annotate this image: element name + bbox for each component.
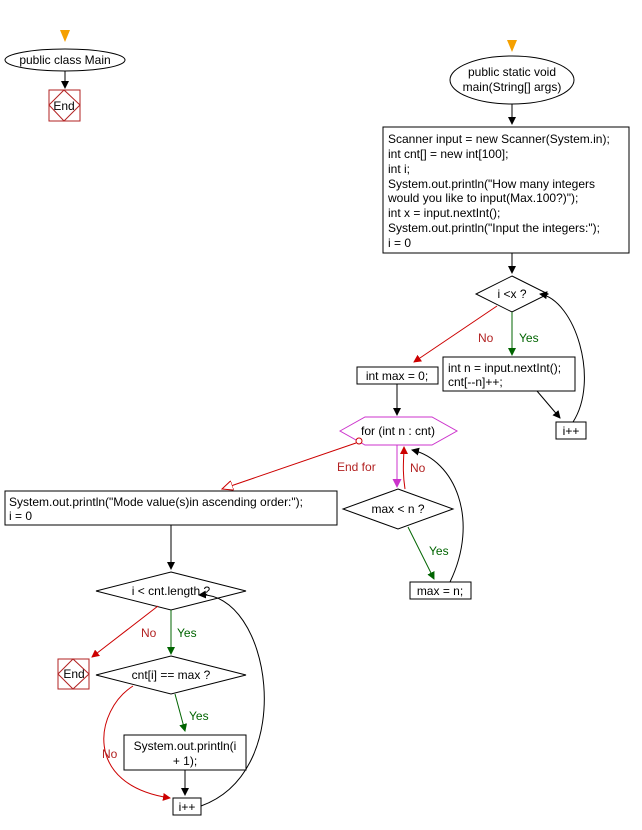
cond-len-no-label: No xyxy=(141,626,157,640)
print-i-block: System.out.println(i + 1); xyxy=(123,734,247,771)
init-line-2: int cnt[] = new int[100]; xyxy=(388,147,508,161)
cond-cnt-eq-max: cnt[i] == max ? xyxy=(95,655,247,695)
print-line-1: System.out.println("Mode value(s)in asce… xyxy=(9,495,303,509)
read-line-2: cnt[--n]++; xyxy=(448,375,503,389)
inc1-label: i++ xyxy=(563,424,580,438)
edge-cond-eq-no xyxy=(103,685,171,801)
max-init-node: int max = 0; xyxy=(356,366,439,385)
init-line-3: int i; xyxy=(388,162,410,176)
cond-eq-yes-label: Yes xyxy=(189,709,209,723)
edge-inc2-loop xyxy=(198,590,265,807)
edge-cond-ix-no xyxy=(413,305,498,363)
edge-cond-eq-yes xyxy=(174,693,188,732)
max-assign-node: max = n; xyxy=(409,581,472,600)
edge-end-for xyxy=(222,442,357,489)
cond-max-yes-label: Yes xyxy=(429,544,449,558)
main-start-node: public static void main(String[] args) xyxy=(449,55,575,105)
left-start-label: public class Main xyxy=(19,53,110,67)
cond-max-no-label: No xyxy=(410,461,426,475)
main-start-marker xyxy=(507,40,517,52)
max-assign-label: max = n; xyxy=(417,584,463,598)
left-start-marker xyxy=(60,30,70,42)
inc2-node: i++ xyxy=(172,797,202,816)
init-line-5: would you like to input(Max.100?)"); xyxy=(387,191,578,205)
left-end-node: End xyxy=(48,89,81,122)
read-block: int n = input.nextInt(); cnt[--n]++; xyxy=(442,356,576,392)
cond-len-yes-label: Yes xyxy=(177,626,197,640)
print-block: System.out.println("Mode value(s)in asce… xyxy=(4,490,338,526)
init-line-1: Scanner input = new Scanner(System.in); xyxy=(388,132,610,146)
left-end-label: End xyxy=(53,99,74,113)
edge-cond-len-no xyxy=(91,605,159,658)
edge-read-inc xyxy=(536,390,561,419)
read-line-1: int n = input.nextInt(); xyxy=(448,361,561,375)
cond-cnt-length: i < cnt.length ? xyxy=(95,571,247,611)
max-init-label: int max = 0; xyxy=(366,369,428,383)
end-for-dot xyxy=(355,437,363,445)
init-line-4: System.out.println("How many integers xyxy=(388,177,595,191)
cond-ix-yes-label: Yes xyxy=(519,331,539,345)
cond-i-less-x: i <x ? xyxy=(474,275,550,313)
edge-cond-max-no xyxy=(399,446,408,490)
print-line-2: i = 0 xyxy=(9,509,32,523)
for-loop-node: for (int n : cnt) xyxy=(338,416,459,446)
cond-eq-label: cnt[i] == max ? xyxy=(132,668,211,682)
end2-node: End xyxy=(57,658,90,690)
inc1-node: i++ xyxy=(555,421,587,440)
print-i-line-1: System.out.println(i xyxy=(134,739,237,753)
init-line-8: i = 0 xyxy=(388,236,411,250)
main-start-line1: public static void xyxy=(468,65,556,79)
inc2-label: i++ xyxy=(179,800,196,814)
end-for-label: End for xyxy=(337,460,376,474)
cond-eq-no-label: No xyxy=(102,747,118,761)
print-i-line-2: + 1); xyxy=(173,754,197,768)
cond-max-label: max < n ? xyxy=(371,502,424,516)
cond-ix-no-label: No xyxy=(478,331,494,345)
main-start-line2: main(String[] args) xyxy=(463,80,562,94)
for-loop-label: for (int n : cnt) xyxy=(361,424,435,438)
end2-label: End xyxy=(63,667,84,681)
cond-i-less-x-label: i <x ? xyxy=(497,287,526,301)
left-start-node: public class Main xyxy=(4,48,126,72)
cond-max-less-n: max < n ? xyxy=(341,488,455,530)
cond-len-label: i < cnt.length ? xyxy=(132,584,211,598)
edge-maxassign-loop xyxy=(411,447,464,583)
init-line-6: int x = input.nextInt(); xyxy=(388,206,500,220)
init-block: Scanner input = new Scanner(System.in); … xyxy=(382,126,630,254)
init-line-7: System.out.println("Input the integers:"… xyxy=(388,221,600,235)
edge-inc1-loop xyxy=(539,291,585,423)
edge-cond-max-yes xyxy=(407,526,435,580)
